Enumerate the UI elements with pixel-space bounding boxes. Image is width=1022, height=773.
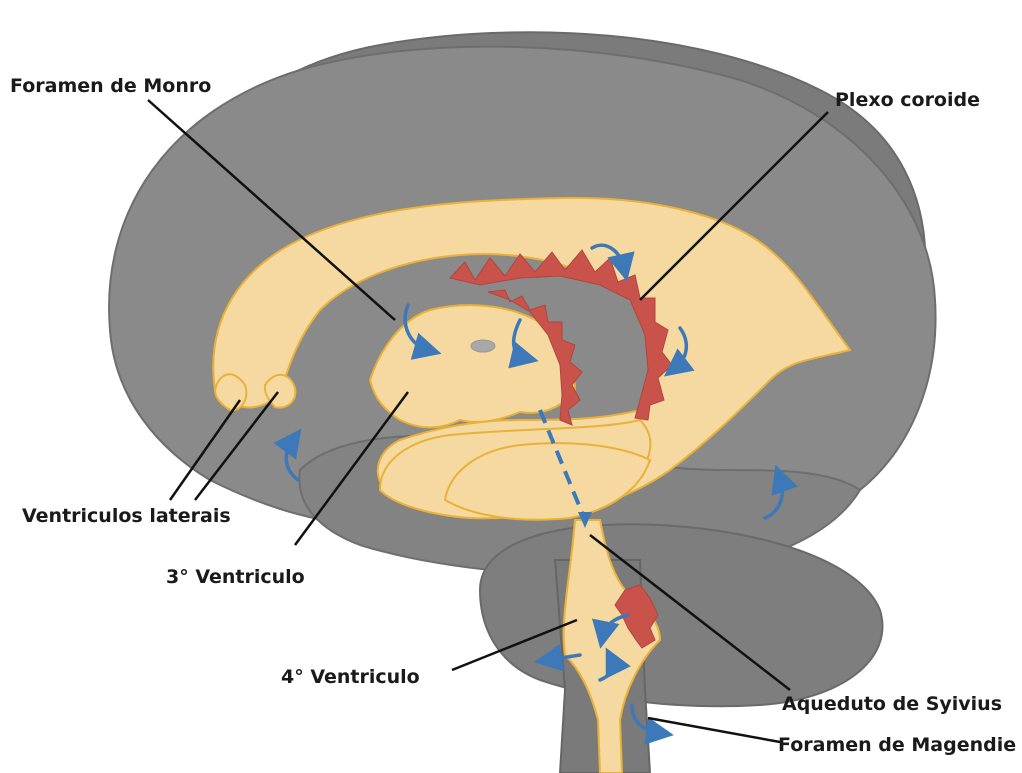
label-plexo-coroide: Plexo coroide xyxy=(835,89,980,111)
leader-foramen-magendie xyxy=(648,718,780,742)
label-foramen-monro: Foramen de Monro xyxy=(10,75,211,97)
brain-cerebellum xyxy=(480,524,882,706)
label-foramen-magendie: Foramen de Magendie xyxy=(778,734,1016,756)
label-4-ventriculo: 4° Ventriculo xyxy=(281,666,420,688)
label-ventriculos-laterais: Ventriculos laterais xyxy=(22,505,231,527)
label-aqueduto: Aqueduto de Syivius xyxy=(782,693,1002,715)
label-3-ventriculo: 3° Ventriculo xyxy=(166,566,305,588)
interthalamic-adhesion xyxy=(471,340,495,352)
